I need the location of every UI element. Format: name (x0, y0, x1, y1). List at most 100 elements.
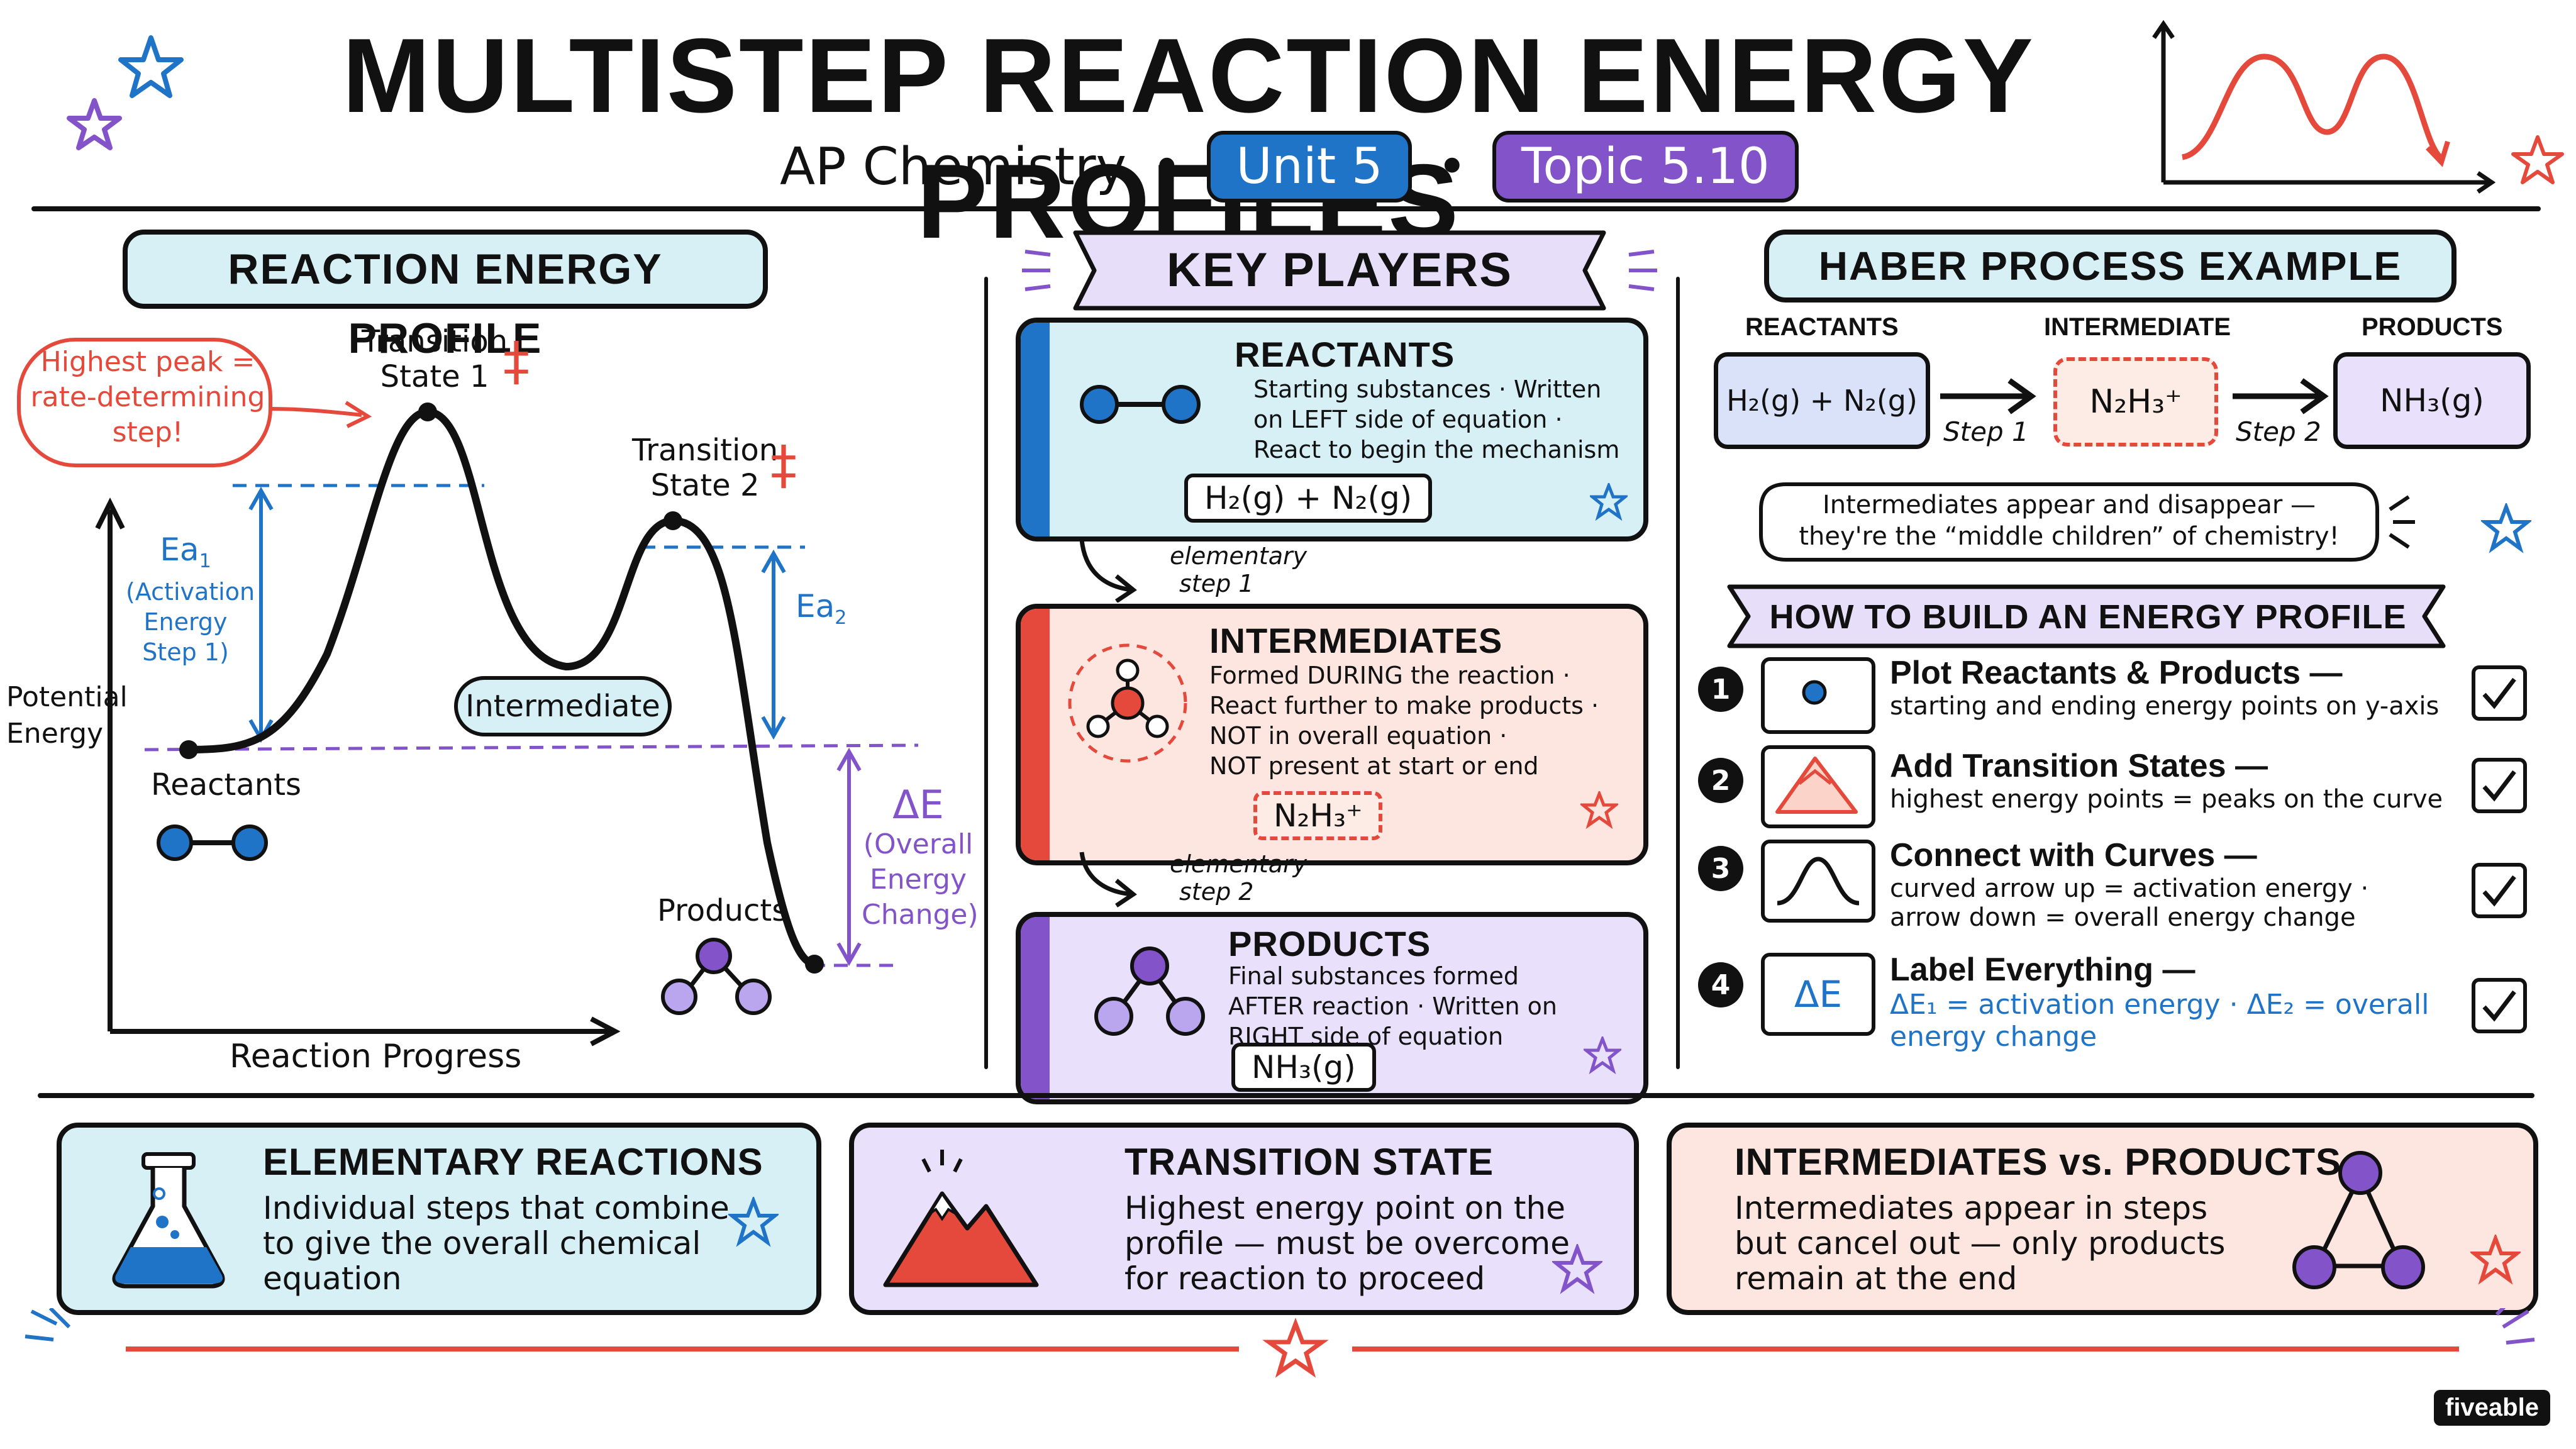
energy-profile-heading: REACTION ENERGY PROFILE (123, 230, 768, 362)
elementary-step-2-label: elementary step 2 (1170, 850, 1307, 906)
transition-state-1-label: Transition State 1 (362, 324, 508, 394)
products-card-text: Final substances formed AFTER reaction ·… (1228, 961, 1557, 1052)
intermediates-line-4: NOT present at start or end (1209, 752, 1539, 780)
products-line-1: Final substances formed (1228, 962, 1519, 990)
x-axis-label: Reaction Progress (230, 1038, 522, 1075)
int-vs-prod-line-2: but cancel out — only products (1735, 1225, 2226, 1262)
mountain-icon (883, 1150, 1039, 1287)
dagger-2-icon: ‡ (770, 434, 797, 496)
flask-icon (112, 1152, 225, 1289)
column-divider-right (1676, 277, 1680, 1069)
ts1-line-1: Transition (362, 324, 508, 359)
step-3-checkbox[interactable] (2472, 863, 2527, 918)
callout-line-3: step! (112, 416, 184, 448)
haber-reactants-box: H₂(g) + N₂(g) (1714, 352, 1930, 449)
transition-line-1: Highest energy point on the (1124, 1190, 1565, 1226)
haber-products-box: NH₃(g) (2333, 352, 2531, 449)
unit-badge: Unit 5 (1207, 131, 1412, 203)
bottom-divider (38, 1093, 2534, 1098)
key-players-ribbon (1022, 230, 1657, 311)
haber-col-intermediate: INTERMEDIATE (2044, 313, 2231, 341)
haber-step-1: Step 1 (1943, 416, 2029, 447)
ea2-text: Ea (796, 588, 835, 625)
reactants-line-3: React to begin the mechanism (1253, 436, 1620, 464)
reactants-label: Reactants (151, 767, 302, 802)
ea2-label: Ea2 (796, 588, 847, 629)
delta-note-3: Change) (862, 899, 979, 931)
header-divider (31, 206, 2541, 211)
haber-step-2: Step 2 (2236, 416, 2321, 447)
elementary-line-3: equation (263, 1260, 402, 1297)
ea1-label: Ea1 (Activation Energy Step 1) (126, 534, 255, 667)
decorative-star-icon (1590, 483, 1628, 521)
decorative-stars-icon (67, 35, 184, 150)
step-4-checkbox[interactable] (2472, 978, 2527, 1033)
delta-note-1: (Overall (863, 828, 974, 860)
intermediates-card: INTERMEDIATES Formed DURING the reaction… (1016, 604, 1648, 865)
haber-arrow-1-icon (1940, 378, 2036, 414)
step-1-checkbox[interactable] (2472, 665, 2527, 721)
transition-state-card: TRANSITION STATE Highest energy point on… (849, 1123, 1639, 1315)
reactants-card-accent (1021, 323, 1050, 536)
peak-icon (1775, 757, 1858, 814)
key-players-heading: KEY PLAYERS (1167, 243, 1513, 297)
ts2-line-2: State 2 (650, 468, 760, 503)
intermediates-line-2: React further to make products · (1209, 692, 1599, 719)
subtitle: AP Chemistry • Unit 5 • Topic 5.10 (780, 129, 1799, 204)
intermediates-card-title: INTERMEDIATES (1209, 621, 1503, 660)
step-2-checkbox[interactable] (2472, 758, 2527, 813)
products-card-accent (1021, 917, 1050, 1099)
reactants-card-text: Starting substances · Written on LEFT si… (1253, 374, 1619, 465)
checkmark-icon (2482, 875, 2516, 907)
ea1-note-2: Energy (143, 608, 228, 636)
step-2-title: Add Transition States — (1890, 748, 2268, 784)
intermediate-label: Intermediate (465, 689, 660, 724)
how-to-ribbon (1727, 584, 2446, 648)
decorative-star-icon (2511, 135, 2564, 184)
step-2-icon-box (1761, 745, 1875, 828)
elementary-reactions-card: ELEMENTARY REACTIONS Individual steps th… (57, 1123, 821, 1315)
step-1-title: Plot Reactants & Products — (1890, 655, 2343, 691)
dagger-1-icon: ‡ (503, 330, 530, 392)
reactants-card: REACTANTS Starting substances · Written … (1016, 318, 1648, 541)
delta-e-symbol: ΔE (892, 782, 944, 828)
decorative-star-icon (1584, 1036, 1621, 1074)
products-line-2: AFTER reaction · Written on (1228, 992, 1557, 1020)
haber-heading: HABER PROCESS EXAMPLE (1764, 230, 2457, 303)
step-2-arrow-icon (1079, 852, 1137, 908)
energy-profile-diagram (17, 338, 919, 1046)
decorative-star-icon (2470, 1235, 2521, 1285)
products-card: PRODUCTS Final substances formed AFTER r… (1016, 912, 1648, 1104)
ea1-note-3: Step 1) (142, 638, 229, 666)
step-4-title: Label Everything — (1890, 952, 2196, 988)
y-axis-label-line-2: Energy (6, 718, 104, 750)
step-2-desc: highest energy points = peaks on the cur… (1890, 785, 2443, 814)
speech-bubble-text: Intermediates appear and disappear — the… (1761, 489, 2377, 552)
step-1-desc: starting and ending energy points on y-a… (1890, 692, 2440, 721)
triangle-molecule-icon (2292, 1151, 2425, 1289)
checkmark-icon (2482, 990, 2516, 1022)
intermediates-vs-products-card: INTERMEDIATES vs. PRODUCTS Intermediates… (1667, 1123, 2538, 1315)
elementary-step-1-label: elementary step 1 (1170, 542, 1307, 597)
footer-decoration (25, 1308, 2535, 1378)
step-2-text: Add Transition States — highest energy p… (1890, 747, 2443, 814)
step-2-number: 2 (1698, 758, 1743, 803)
rate-determining-callout: Highest peak = rate-determining step! (25, 345, 270, 450)
ea2-subscript: 2 (835, 607, 847, 629)
intermediates-line-1: Formed DURING the reaction · (1209, 662, 1570, 689)
step-4-text: Label Everything — ΔE₁ = activation ener… (1890, 951, 2429, 1053)
elementary-text: Individual steps that combine to give th… (263, 1191, 730, 1296)
transition-title: TRANSITION STATE (1124, 1141, 1494, 1183)
haber-arrow-2-icon (2233, 378, 2329, 414)
reactants-line-2: on LEFT side of equation · (1253, 406, 1563, 433)
products-equation: NH₃(g) (1231, 1043, 1376, 1092)
elementary-title: ELEMENTARY REACTIONS (263, 1141, 763, 1183)
product-molecule-icon (1094, 947, 1205, 1036)
speech-bubble-shape (1759, 482, 2379, 562)
step-3-text: Connect with Curves — curved arrow up = … (1890, 836, 2368, 932)
step-1-line-2: step 1 (1179, 570, 1254, 597)
haber-intermediate-box: N₂H₃⁺ (2053, 357, 2218, 447)
reactants-equation: H₂(g) + N₂(g) (1184, 474, 1433, 523)
elementary-line-1: Individual steps that combine (263, 1190, 730, 1226)
intermediate-molecule-icon (1068, 643, 1187, 763)
